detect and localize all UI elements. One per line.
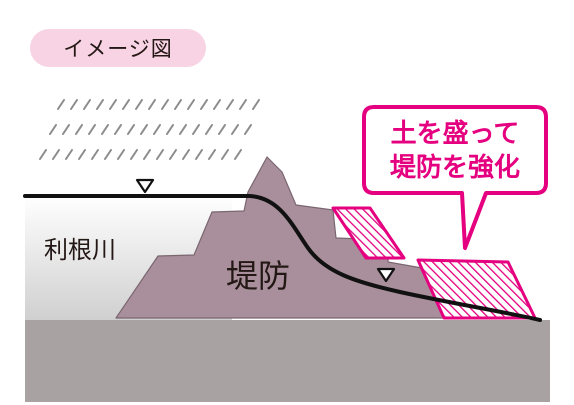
rain-streak	[117, 149, 125, 160]
levee-label: 堤防	[226, 257, 290, 295]
rain-streak	[62, 124, 70, 135]
rain-streak	[65, 149, 73, 160]
rain-streak	[78, 149, 86, 160]
rain-streak	[143, 149, 151, 160]
rain-streak	[122, 99, 130, 110]
water-level-triangle-icon	[135, 178, 155, 194]
ground	[25, 320, 550, 402]
rain-streak	[109, 99, 117, 110]
rain-streak	[75, 124, 83, 135]
callout-line-2: 堤防を強化	[390, 153, 520, 183]
rain-streak	[161, 99, 169, 110]
rain-streak	[213, 99, 221, 110]
rain-streak	[114, 124, 122, 135]
rain-streak	[174, 99, 182, 110]
rain-streak	[88, 124, 96, 135]
rain-streak	[221, 149, 229, 160]
rain-streak	[127, 124, 135, 135]
rain-streak	[192, 124, 200, 135]
rain-streak	[208, 149, 216, 160]
image-badge-text: イメージ図	[63, 37, 173, 61]
rain-streak	[101, 124, 109, 135]
image-badge: イメージ図	[30, 29, 206, 67]
water-level-triangle-icon	[376, 267, 396, 283]
rain-streak	[166, 124, 174, 135]
rain-streak	[130, 149, 138, 160]
rain-streak	[96, 99, 104, 110]
rain-streak	[156, 149, 164, 160]
rain-streak	[252, 99, 260, 110]
rain-streak	[104, 149, 112, 160]
rain-streak	[179, 124, 187, 135]
reinforcement-soil-upper	[331, 206, 406, 260]
callout-bubble: 土を盛って 堤防を強化	[362, 105, 548, 250]
rain-streak	[83, 99, 91, 110]
rain-streak	[231, 124, 239, 135]
rain-streak	[70, 99, 78, 110]
rain-streak	[49, 124, 57, 135]
rain-streak	[234, 149, 242, 160]
rain-streak	[244, 124, 252, 135]
rain-streak	[91, 149, 99, 160]
rain-streak	[218, 124, 226, 135]
seepage-line	[23, 194, 542, 322]
rain-streak	[182, 149, 190, 160]
rain-streak	[135, 99, 143, 110]
rain-streak	[39, 149, 47, 160]
rain-streak	[52, 149, 60, 160]
rain-streak	[239, 99, 247, 110]
river-label: 利根川	[44, 236, 116, 264]
rain-streak	[57, 99, 65, 110]
levee-body	[115, 156, 446, 319]
rain-streak	[195, 149, 203, 160]
rain-streak	[148, 99, 156, 110]
rain-hatch-icon	[39, 99, 260, 160]
rain-streak	[226, 99, 234, 110]
rain-streak	[200, 99, 208, 110]
callout-shape	[362, 105, 548, 250]
rain-streak	[187, 99, 195, 110]
rain-streak	[153, 124, 161, 135]
rain-streak	[205, 124, 213, 135]
rain-streak	[169, 149, 177, 160]
rain-streak	[140, 124, 148, 135]
callout-line-1: 土を盛って	[391, 118, 520, 149]
